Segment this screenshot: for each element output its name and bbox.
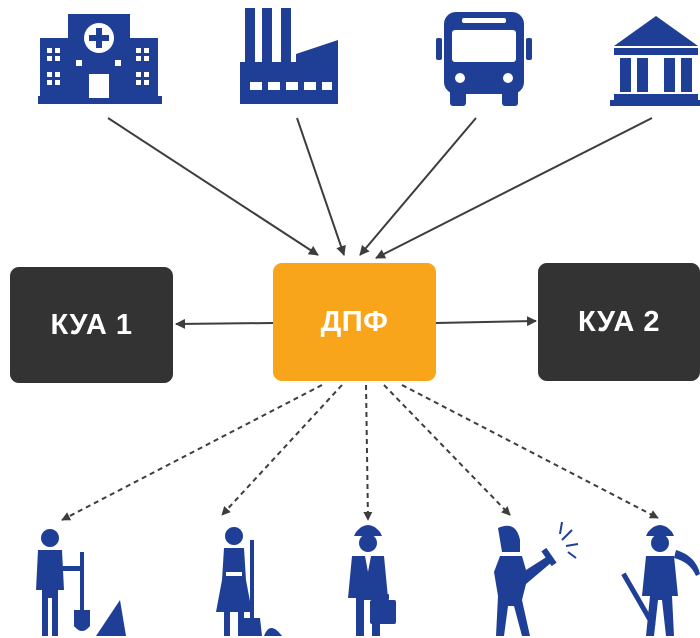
arrow-bank-to-dpf — [375, 117, 653, 259]
bank-building-icon — [610, 16, 700, 106]
kua1-box: КУА 1 — [10, 267, 173, 383]
cleaner-broom-icon — [216, 527, 282, 636]
dpf-to-kua-arrows — [175, 316, 537, 329]
worker-shovel-icon — [36, 529, 126, 636]
welder-icon — [494, 525, 557, 636]
dpf-box: ДПФ — [273, 263, 436, 381]
kua2-box: КУА 2 — [538, 263, 700, 381]
contributor-arrows — [107, 117, 653, 259]
arrow-dpf-to-worker4 — [383, 384, 511, 516]
worker-arrows — [61, 384, 659, 521]
arrow-factory-to-dpf — [296, 117, 346, 256]
arrow-dpf-to-kua1 — [175, 318, 274, 329]
arrow-bus-to-dpf — [359, 117, 477, 256]
arrow-dpf-to-worker5 — [401, 384, 659, 519]
arrow-dpf-to-worker2 — [221, 384, 343, 516]
dpf-label: ДПФ — [320, 305, 389, 338]
bus-icon — [436, 12, 532, 106]
arrow-dpf-to-kua2 — [435, 316, 537, 327]
kua1-label: КУА 1 — [50, 308, 133, 341]
miner-pickaxe-icon — [621, 525, 700, 636]
factory-icon — [240, 8, 338, 104]
hospital-icon — [38, 14, 162, 104]
businessman-helmet-icon — [348, 525, 396, 636]
kua2-label: КУА 2 — [578, 305, 660, 338]
arrow-hospital-to-dpf — [107, 117, 319, 256]
arrow-dpf-to-worker3 — [363, 384, 373, 521]
arrow-dpf-to-worker1 — [61, 384, 323, 521]
